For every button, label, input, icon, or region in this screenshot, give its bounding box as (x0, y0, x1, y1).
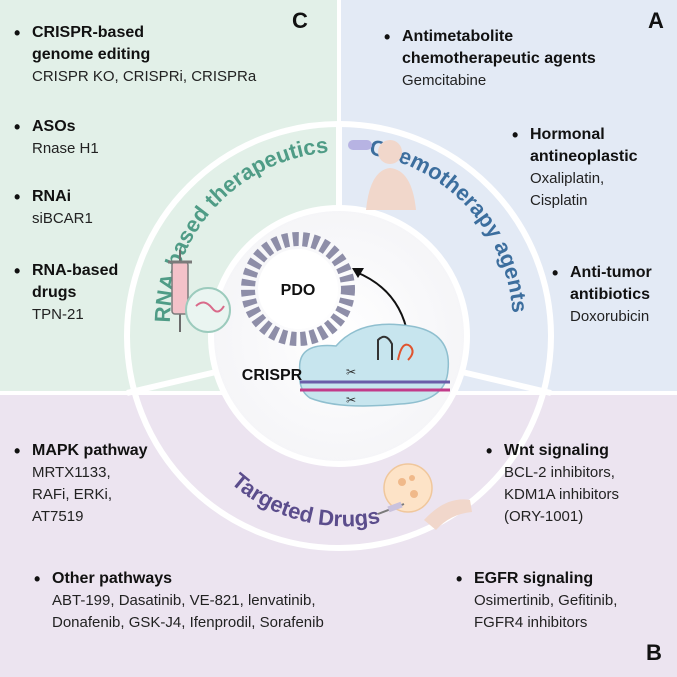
rna-item-rnai: RNAi siBCAR1 (14, 186, 93, 230)
spoke-right (461, 369, 552, 396)
spoke-left (126, 369, 217, 396)
pdo-label: PDO (281, 282, 316, 299)
targeted-item-mapk: MAPK pathway MRTX1133,RAFi, ERKi,AT7519 (14, 440, 148, 528)
targeted-item-wnt: Wnt signaling BCL-2 inhibitors,KDM1A inh… (486, 440, 619, 528)
syringe-icon (168, 250, 231, 333)
svg-text:✂: ✂ (346, 365, 356, 379)
section-letter-c: C (292, 8, 308, 33)
section-letter-b: B (646, 640, 662, 665)
crispr-label: CRISPR (242, 367, 303, 384)
svg-text:✂: ✂ (346, 393, 356, 407)
arrow-head-icon (352, 268, 364, 278)
targeted-item-other: Other pathways ABT-199, Dasatinib, VE-82… (34, 568, 324, 634)
organoid-icon (241, 232, 355, 346)
cas9-complex-icon: ✂ ✂ (298, 323, 450, 407)
patient-pill-icon (348, 140, 416, 210)
targeted-drugs-title: Targeted Drugs (227, 468, 381, 532)
injection-icon (377, 463, 472, 530)
targeted-item-egfr: EGFR signaling Osimertinib, Gefitinib,FG… (456, 568, 617, 634)
rna-item-asos: ASOs Rnase H1 (14, 116, 99, 160)
section-letter-a: A (648, 8, 664, 33)
